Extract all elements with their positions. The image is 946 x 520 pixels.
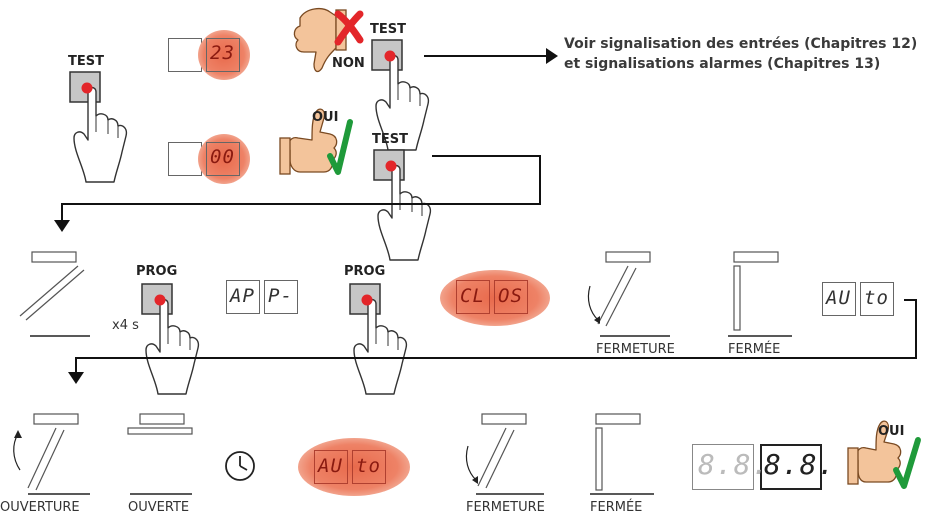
display-value-left: AU <box>826 287 851 309</box>
display-digit-box <box>494 280 528 314</box>
display-glow <box>440 270 550 326</box>
display-value-left: AP <box>230 285 255 307</box>
non-label: NON <box>332 56 365 71</box>
display-value-right: OS <box>498 285 523 307</box>
test-label-2: TEST <box>370 22 406 37</box>
display-digit-box <box>692 444 754 490</box>
display-value-left: 8.8. <box>698 448 770 481</box>
display-glow <box>298 438 410 496</box>
caption-fermee-1: FERMÉE <box>728 342 781 357</box>
display-value-right: to <box>864 287 889 309</box>
flow-connector-2 <box>68 299 917 384</box>
gate-closing-icon-2 <box>465 413 544 495</box>
gate-opened-icon <box>127 413 193 495</box>
display-value: 00 <box>210 146 235 168</box>
prog-label-1: PROG <box>136 264 178 279</box>
test-button-press-3 <box>373 149 432 261</box>
caption-ouverte: OUVERTE <box>128 500 190 515</box>
green-check-icon-2 <box>893 437 921 489</box>
gate-closing-icon <box>587 251 670 337</box>
red-cross-icon <box>334 10 364 46</box>
display-digit-box <box>760 444 822 490</box>
oui-label-1: OUI <box>312 110 339 125</box>
prog-button-press-1 <box>141 283 200 395</box>
gate-open-icon <box>19 251 90 337</box>
thumbs-up-icon <box>279 108 338 175</box>
display-value-right: 8.8. <box>764 448 836 481</box>
caption-fermee-2: FERMÉE <box>590 500 643 515</box>
gate-closed-icon-2 <box>590 413 654 495</box>
test-label-3: TEST <box>372 132 408 147</box>
display-value-left: CL <box>460 285 485 307</box>
prog-label-2: PROG <box>344 264 386 279</box>
display-digit-box <box>226 280 260 314</box>
display-digit-box <box>206 142 240 176</box>
display-digit-blank <box>168 142 202 176</box>
display-digit-box <box>314 450 348 484</box>
caption-fermeture-2: FERMETURE <box>466 500 545 515</box>
display-digit-box <box>264 280 298 314</box>
flow-connector-1 <box>54 155 541 232</box>
gate-closed-icon <box>728 251 792 337</box>
caption-fermeture-1: FERMETURE <box>596 342 675 357</box>
test-label-1: TEST <box>68 54 104 69</box>
display-value-right: to <box>356 455 381 477</box>
thumbs-up-icon-2 <box>847 420 902 485</box>
note-line-1: Voir signalisation des entrées (Chapitre… <box>564 36 918 52</box>
display-digit-box <box>206 38 240 72</box>
display-value-left: AU <box>318 455 343 477</box>
caption-ouverture: OUVERTURE <box>0 500 80 515</box>
x4s-label: x4 s <box>112 318 139 333</box>
led-red-icon <box>81 82 93 94</box>
display-digit-box <box>860 282 894 316</box>
test-button-press-2 <box>371 39 430 151</box>
note-text: Voir signalisation des entrées (Chapitre… <box>564 34 917 74</box>
clock-icon <box>225 451 255 481</box>
green-check-icon <box>327 119 353 175</box>
display-digit-box <box>822 282 856 316</box>
display-digit-blank <box>168 38 202 72</box>
arrow-to-note <box>424 48 558 64</box>
prog-button-press-2 <box>349 283 408 395</box>
note-line-2: et signalisations alarmes (Chapitres 13) <box>564 56 881 72</box>
display-digit-box <box>456 280 490 314</box>
test-button-press-1 <box>69 71 128 183</box>
gate-opening-icon <box>13 413 90 495</box>
display-value: 23 <box>210 42 235 64</box>
display-digit-box <box>352 450 386 484</box>
display-value-right: P- <box>268 285 293 307</box>
oui-label-2: OUI <box>878 424 905 439</box>
